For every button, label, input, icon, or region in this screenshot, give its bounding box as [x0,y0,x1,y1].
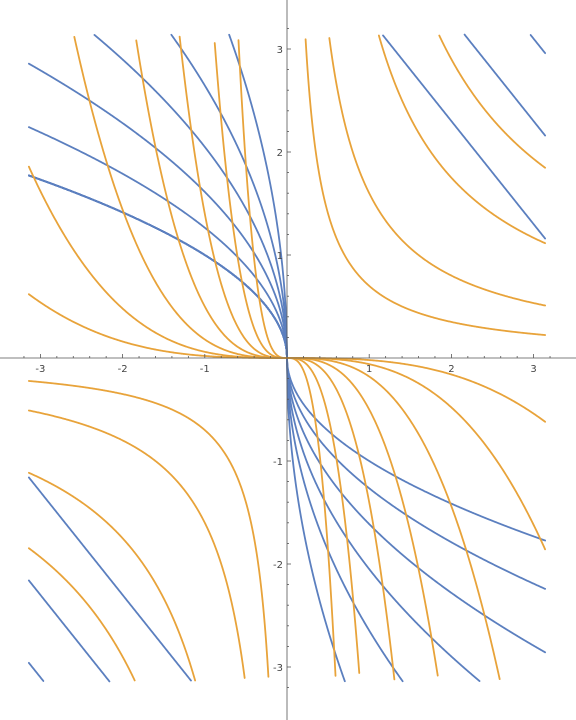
blue-curve [286,358,547,590]
blue-line [27,661,45,682]
blue-line [382,34,547,240]
x-tick-label: -1 [200,364,210,375]
blue-line [529,34,547,55]
orange-hyperbola [328,37,547,307]
orange-hyperbola [304,38,547,336]
orange-hyperbola [27,471,197,682]
blue-curve [27,174,288,358]
y-tick-label: -2 [273,560,283,571]
blue-line [27,579,111,683]
y-tick-label: 3 [277,45,283,56]
y-tick-label: 2 [277,148,283,159]
blue-curve [286,358,547,654]
x-tick-label: -3 [35,364,45,375]
orange-hyperbola [438,34,547,169]
orange-hyperbola [27,380,270,678]
blue-line [27,476,192,682]
x-tick-label: 1 [366,364,372,375]
x-tick-label: -2 [118,364,128,375]
ticks-layer: -3 -2 -1 1 2 3 -3 -2 -1 1 2 3 [23,27,551,688]
blue-curve [286,359,404,683]
y-tick-label: -3 [273,663,283,674]
blue-curve [286,358,547,542]
x-tick-label: 3 [530,364,536,375]
orange-hyperbola [27,409,246,679]
y-tick-label: -1 [273,457,283,468]
blue-curve [170,33,288,357]
y-tick-label: 1 [277,251,283,262]
orange-hyperbola [377,34,547,245]
blue-curve [27,126,288,358]
blue-curve [27,62,288,358]
x-tick-label: 2 [448,364,454,375]
orange-hyperbola [27,547,136,682]
blue-line [463,33,547,137]
